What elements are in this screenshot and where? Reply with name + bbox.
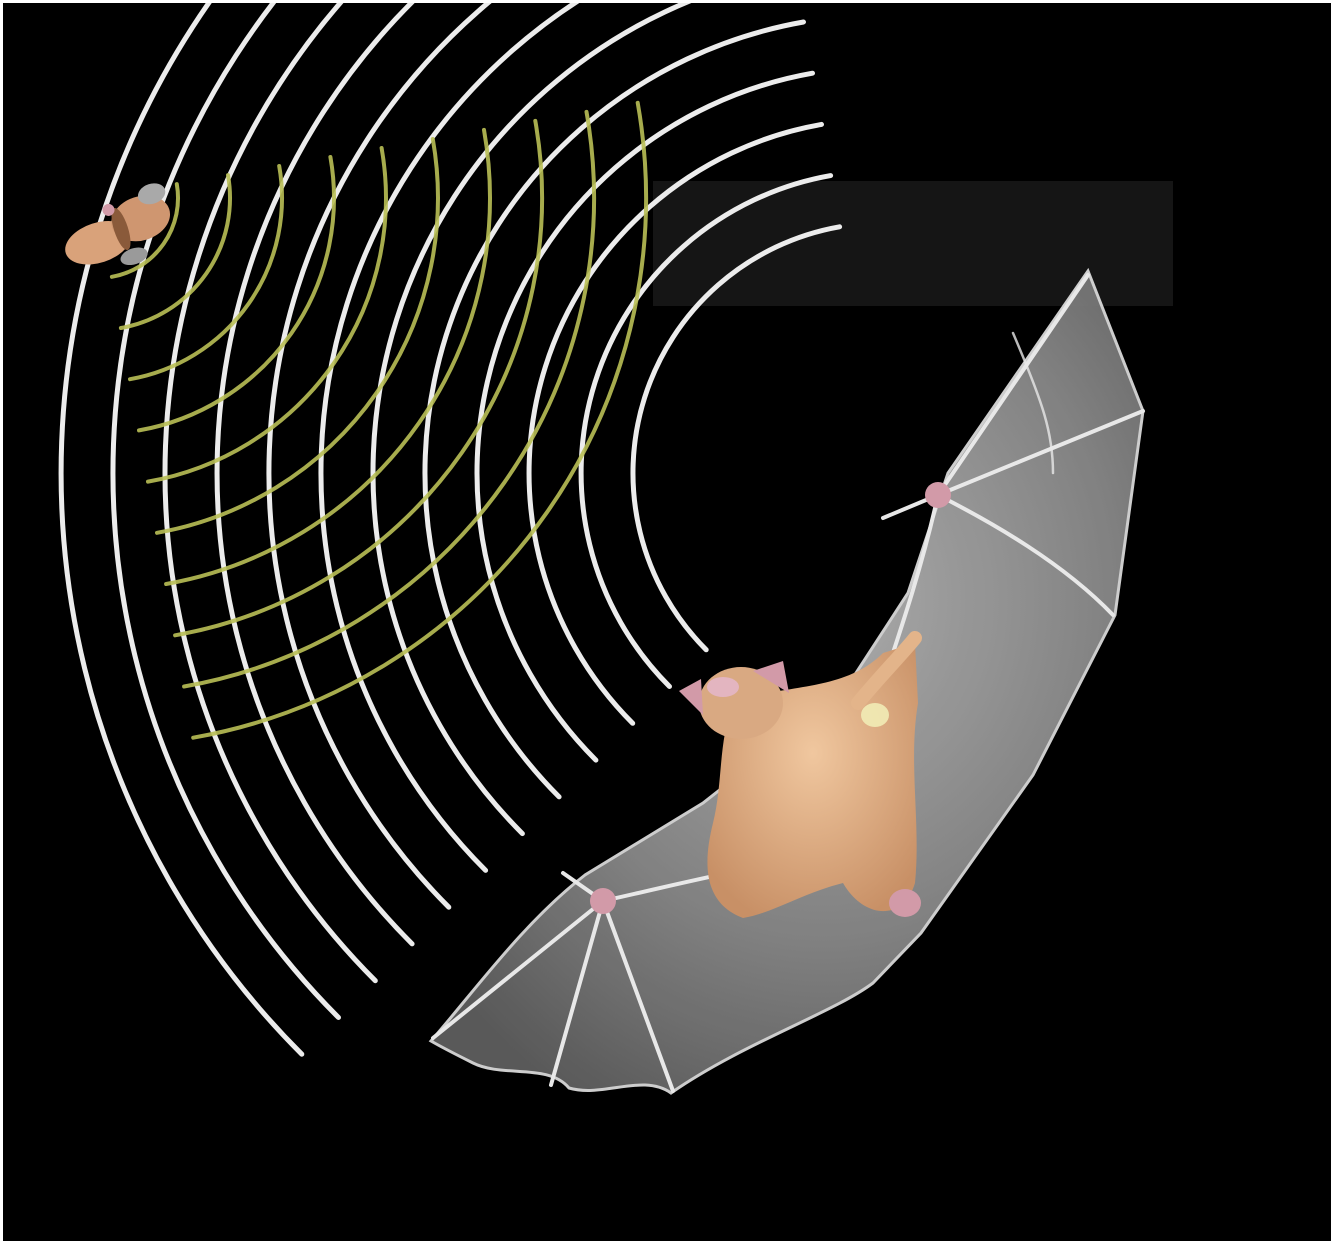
bat-body-highlight xyxy=(861,703,889,727)
illustration-frame xyxy=(3,3,1331,1241)
bat-ear-inner xyxy=(707,677,739,697)
echolocation-scene xyxy=(3,3,1331,1241)
echo-wave-arc xyxy=(157,139,438,533)
echo-waves xyxy=(112,103,646,738)
echo-wave-arc xyxy=(184,112,594,687)
bat-ear xyxy=(679,679,703,715)
bat-wrist-joint xyxy=(925,482,951,508)
bat-wrist-joint xyxy=(590,888,616,914)
emitted-wave-arc xyxy=(321,3,785,870)
bat-foot xyxy=(889,889,921,917)
